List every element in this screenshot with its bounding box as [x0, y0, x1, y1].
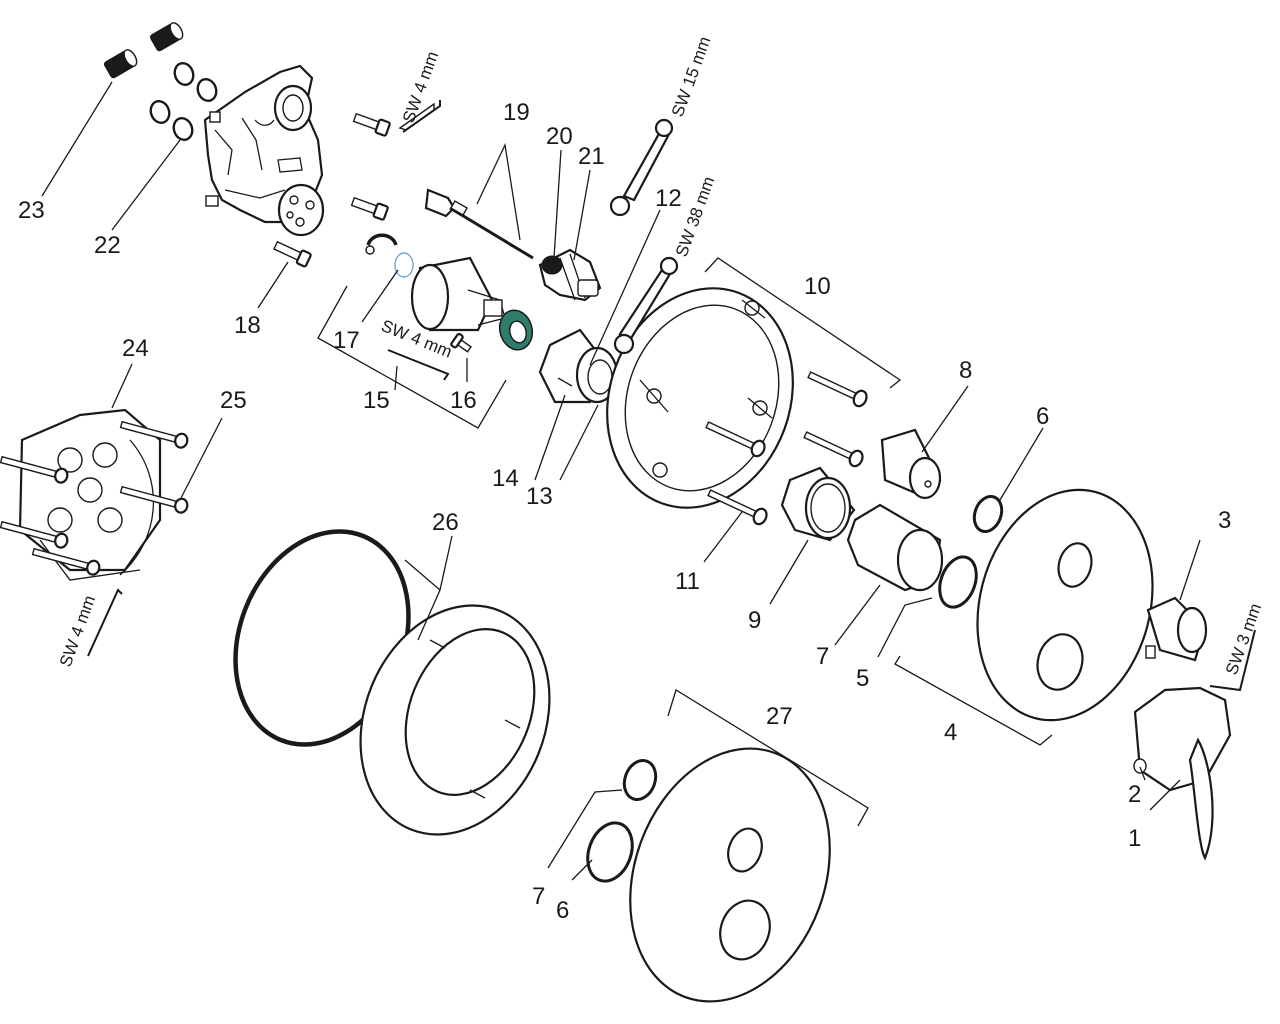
part-valve-body [203, 64, 325, 237]
part-thermostatic-cartridge [410, 256, 506, 332]
callout-22: 22 [94, 232, 121, 259]
tool-sw4-top: SW 4 mm [398, 49, 442, 133]
part-22-o-rings [149, 62, 218, 141]
part-18-screw [273, 240, 312, 268]
part-1-2-handle [1133, 686, 1232, 861]
part-24-rough-in-body [18, 408, 162, 581]
part-teal-ring [498, 309, 534, 351]
part-25-screws [0, 420, 189, 576]
callout-5: 5 [856, 665, 869, 692]
part-17-clip [365, 233, 414, 278]
part-16-screw [450, 332, 472, 353]
callout-2: 2 [1128, 781, 1141, 808]
callout-8: 8 [959, 357, 972, 384]
part-screws-10 [705, 371, 868, 526]
callout-3: 3 [1218, 507, 1231, 534]
part-19-spindle [424, 188, 534, 260]
callout-18: 18 [234, 312, 261, 339]
part-4-trim-plate [976, 488, 1154, 722]
part-10-mounting-plate [606, 287, 794, 509]
callout-11: 11 [675, 568, 700, 595]
callout-24: 24 [122, 335, 149, 362]
part-screw-upper [352, 112, 391, 137]
callout-15: 15 [363, 387, 390, 414]
part-8-cap [880, 428, 942, 500]
callout-6-lower: 6 [556, 897, 569, 924]
callout-23: 23 [18, 197, 45, 224]
part-26-seal-ring [233, 529, 551, 836]
part-13-14-sleeve [538, 328, 619, 404]
callout-9: 9 [748, 607, 761, 634]
callout-19: 19 [503, 99, 530, 126]
callout-numbers: 1 2 3 4 5 6 6 7 7 8 9 10 11 12 13 14 15 … [18, 99, 1231, 924]
part-27-cover [629, 747, 831, 1003]
callout-20: 20 [546, 123, 573, 150]
callout-26: 26 [432, 509, 459, 536]
callout-6-upper: 6 [1036, 403, 1049, 430]
callout-13: 13 [526, 483, 553, 510]
tool-label-sw15: SW 15 mm [668, 34, 715, 119]
callout-10: 10 [804, 273, 831, 300]
tool-label-sw3: SW 3 mm [1222, 601, 1265, 678]
callout-7-lower: 7 [532, 883, 545, 910]
callout-4: 4 [944, 719, 957, 746]
part-9-ring [780, 466, 856, 542]
leader-lines [41, 81, 1201, 881]
callout-21: 21 [578, 143, 605, 170]
callout-25: 25 [220, 387, 247, 414]
part-20-21-diverter-cartridge [538, 248, 602, 302]
part-screw-lower [350, 196, 389, 221]
tool-label-sw4-left: SW 4 mm [56, 593, 99, 670]
part-7-sleeve [846, 503, 944, 592]
callout-17: 17 [333, 327, 360, 354]
part-3-cap [1145, 596, 1208, 662]
tool-sw4-left: SW 4 mm [56, 588, 123, 670]
callout-1: 1 [1128, 825, 1141, 852]
tool-label-sw4-top: SW 4 mm [399, 49, 442, 126]
callout-16: 16 [450, 387, 477, 414]
part-6-5-o-rings [938, 495, 1004, 609]
callout-14: 14 [492, 465, 519, 492]
callout-12: 12 [655, 185, 682, 212]
tool-sw3: SW 3 mm [1209, 601, 1265, 692]
part-6-7-o-rings-lower [586, 759, 658, 883]
part-23-fittings [103, 22, 184, 79]
callout-7-upper: 7 [816, 643, 829, 670]
callout-27: 27 [766, 703, 793, 730]
